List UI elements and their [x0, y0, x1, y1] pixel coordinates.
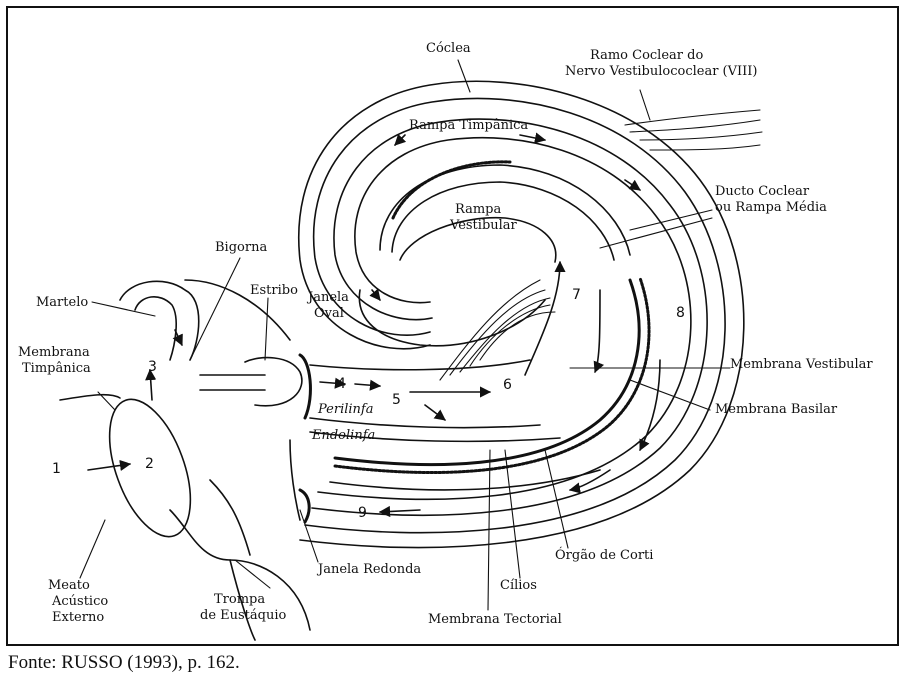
label-janela-oval-line1: Janela — [308, 290, 349, 305]
label-janela-redonda: Janela Redonda — [318, 562, 421, 577]
label-janela-oval-line2: Oval — [314, 306, 344, 321]
label-ramo-coclear-line1: Ramo Coclear do — [590, 48, 703, 63]
label-trompa-line1: Trompa — [214, 592, 265, 607]
label-meato-line2: Acústico — [52, 594, 108, 609]
label-meato-line3: Externo — [52, 610, 104, 625]
step-number-8: 8 — [676, 306, 685, 321]
label-membrana-timpanica-line1: Membrana — [18, 345, 90, 360]
label-endolinfa: Endolinfa — [312, 428, 375, 443]
label-estribo: Estribo — [250, 283, 298, 298]
label-membrana-vestibular: Membrana Vestibular — [730, 357, 873, 372]
label-cilios: Cílios — [500, 578, 537, 593]
label-bigorna: Bigorna — [215, 240, 267, 255]
label-ducto-coclear-line1: Ducto Coclear — [715, 184, 809, 199]
label-coclea: Cóclea — [426, 41, 471, 56]
step-number-1: 1 — [52, 462, 61, 477]
label-rampa-timpanica: Rampa Timpânica — [409, 118, 528, 133]
label-meato-line1: Meato — [48, 578, 90, 593]
step-number-3: 3 — [148, 360, 157, 375]
figure-source-caption: Fonte: RUSSO (1993), p. 162. — [8, 652, 240, 674]
label-membrana-tectorial: Membrana Tectorial — [428, 612, 562, 627]
step-number-7: 7 — [572, 288, 581, 303]
label-ramo-coclear-line2: Nervo Vestibulococlear (VIII) — [565, 64, 757, 79]
step-number-4: 4 — [337, 377, 346, 392]
label-orgao-corti: Órgão de Corti — [555, 548, 653, 563]
step-number-9: 9 — [358, 506, 367, 521]
middle-ear — [60, 280, 310, 640]
label-ducto-coclear-line2: ou Rampa Média — [715, 200, 827, 215]
cochlear-nerve-fibers — [440, 110, 762, 380]
label-rampa-vestibular-line1: Rampa — [455, 202, 501, 217]
flow-arrows — [88, 135, 660, 512]
label-rampa-vestibular-line2: Vestibular — [450, 218, 517, 233]
label-perilinfa: Perilinfa — [318, 402, 373, 417]
label-membrana-basilar: Membrana Basilar — [715, 402, 837, 417]
label-martelo: Martelo — [36, 295, 88, 310]
step-number-5: 5 — [392, 393, 401, 408]
step-number-2: 2 — [145, 457, 154, 472]
label-trompa-line2: de Eustáquio — [200, 608, 286, 623]
label-membrana-timpanica-line2: Timpânica — [22, 361, 91, 376]
cochlea-channels — [310, 360, 600, 490]
step-number-6: 6 — [503, 378, 512, 393]
